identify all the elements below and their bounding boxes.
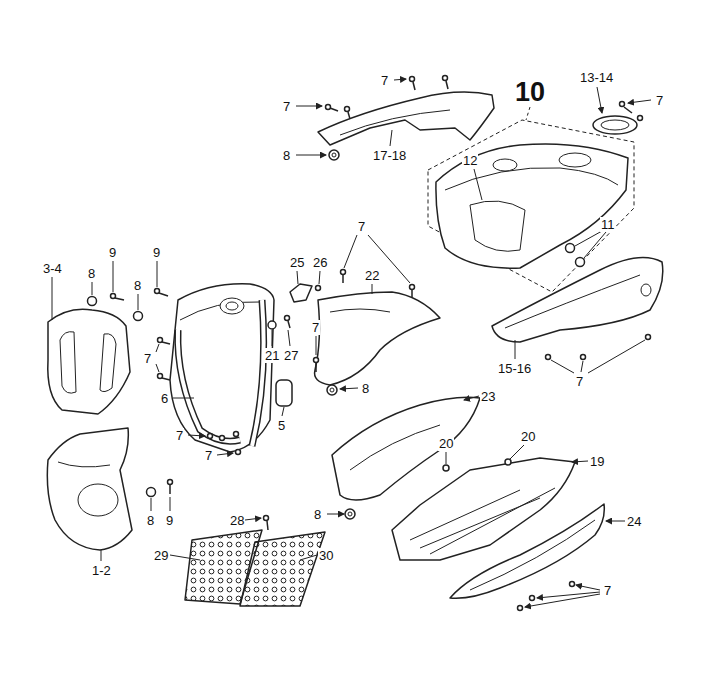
callout-number: 13-14 bbox=[579, 70, 614, 85]
callout-number: 11 bbox=[600, 217, 616, 232]
callout-number: 7 bbox=[655, 93, 664, 108]
callout-number: 25 bbox=[289, 255, 305, 270]
callout-number: 26 bbox=[312, 255, 328, 270]
group-number: 10 bbox=[514, 78, 546, 107]
callout-number: 7 bbox=[143, 351, 152, 366]
callout-number: 8 bbox=[87, 266, 96, 281]
callout-number: 7 bbox=[311, 320, 320, 335]
callout-number: 9 bbox=[165, 513, 174, 528]
callout-number: 8 bbox=[133, 278, 142, 293]
callout-number: 19 bbox=[589, 454, 605, 469]
callout-number: 6 bbox=[160, 391, 169, 406]
callout-number: 17-18 bbox=[372, 148, 407, 163]
callout-number: 24 bbox=[626, 514, 642, 529]
callout-number: 23 bbox=[480, 389, 496, 404]
callout-number: 8 bbox=[313, 507, 322, 522]
callout-number: 1-2 bbox=[91, 563, 112, 578]
callout-number: 30 bbox=[318, 548, 334, 563]
callout-number: 8 bbox=[282, 148, 291, 163]
callout-number: 7 bbox=[175, 428, 184, 443]
callout-number: 15-16 bbox=[497, 361, 532, 376]
callout-number: 3-4 bbox=[42, 261, 63, 276]
callout-number: 22 bbox=[364, 268, 380, 283]
callout-number: 5 bbox=[277, 418, 286, 433]
callout-number: 21 bbox=[264, 348, 280, 363]
callout-number: 7 bbox=[357, 219, 366, 234]
callout-number: 7 bbox=[282, 99, 291, 114]
callout-number: 8 bbox=[361, 381, 370, 396]
callout-number: 27 bbox=[283, 348, 299, 363]
callout-number: 20 bbox=[438, 436, 454, 451]
callout-number: 7 bbox=[603, 583, 612, 598]
callout-number: 8 bbox=[146, 513, 155, 528]
callout-number: 7 bbox=[204, 448, 213, 463]
callout-number: 9 bbox=[108, 245, 117, 260]
callout-number: 29 bbox=[153, 548, 169, 563]
callout-number: 9 bbox=[152, 245, 161, 260]
callout-number: 28 bbox=[229, 513, 245, 528]
callout-number: 7 bbox=[575, 374, 584, 389]
callout-number: 20 bbox=[520, 429, 536, 444]
callout-number: 7 bbox=[380, 73, 389, 88]
callout-number: 12 bbox=[462, 153, 478, 168]
